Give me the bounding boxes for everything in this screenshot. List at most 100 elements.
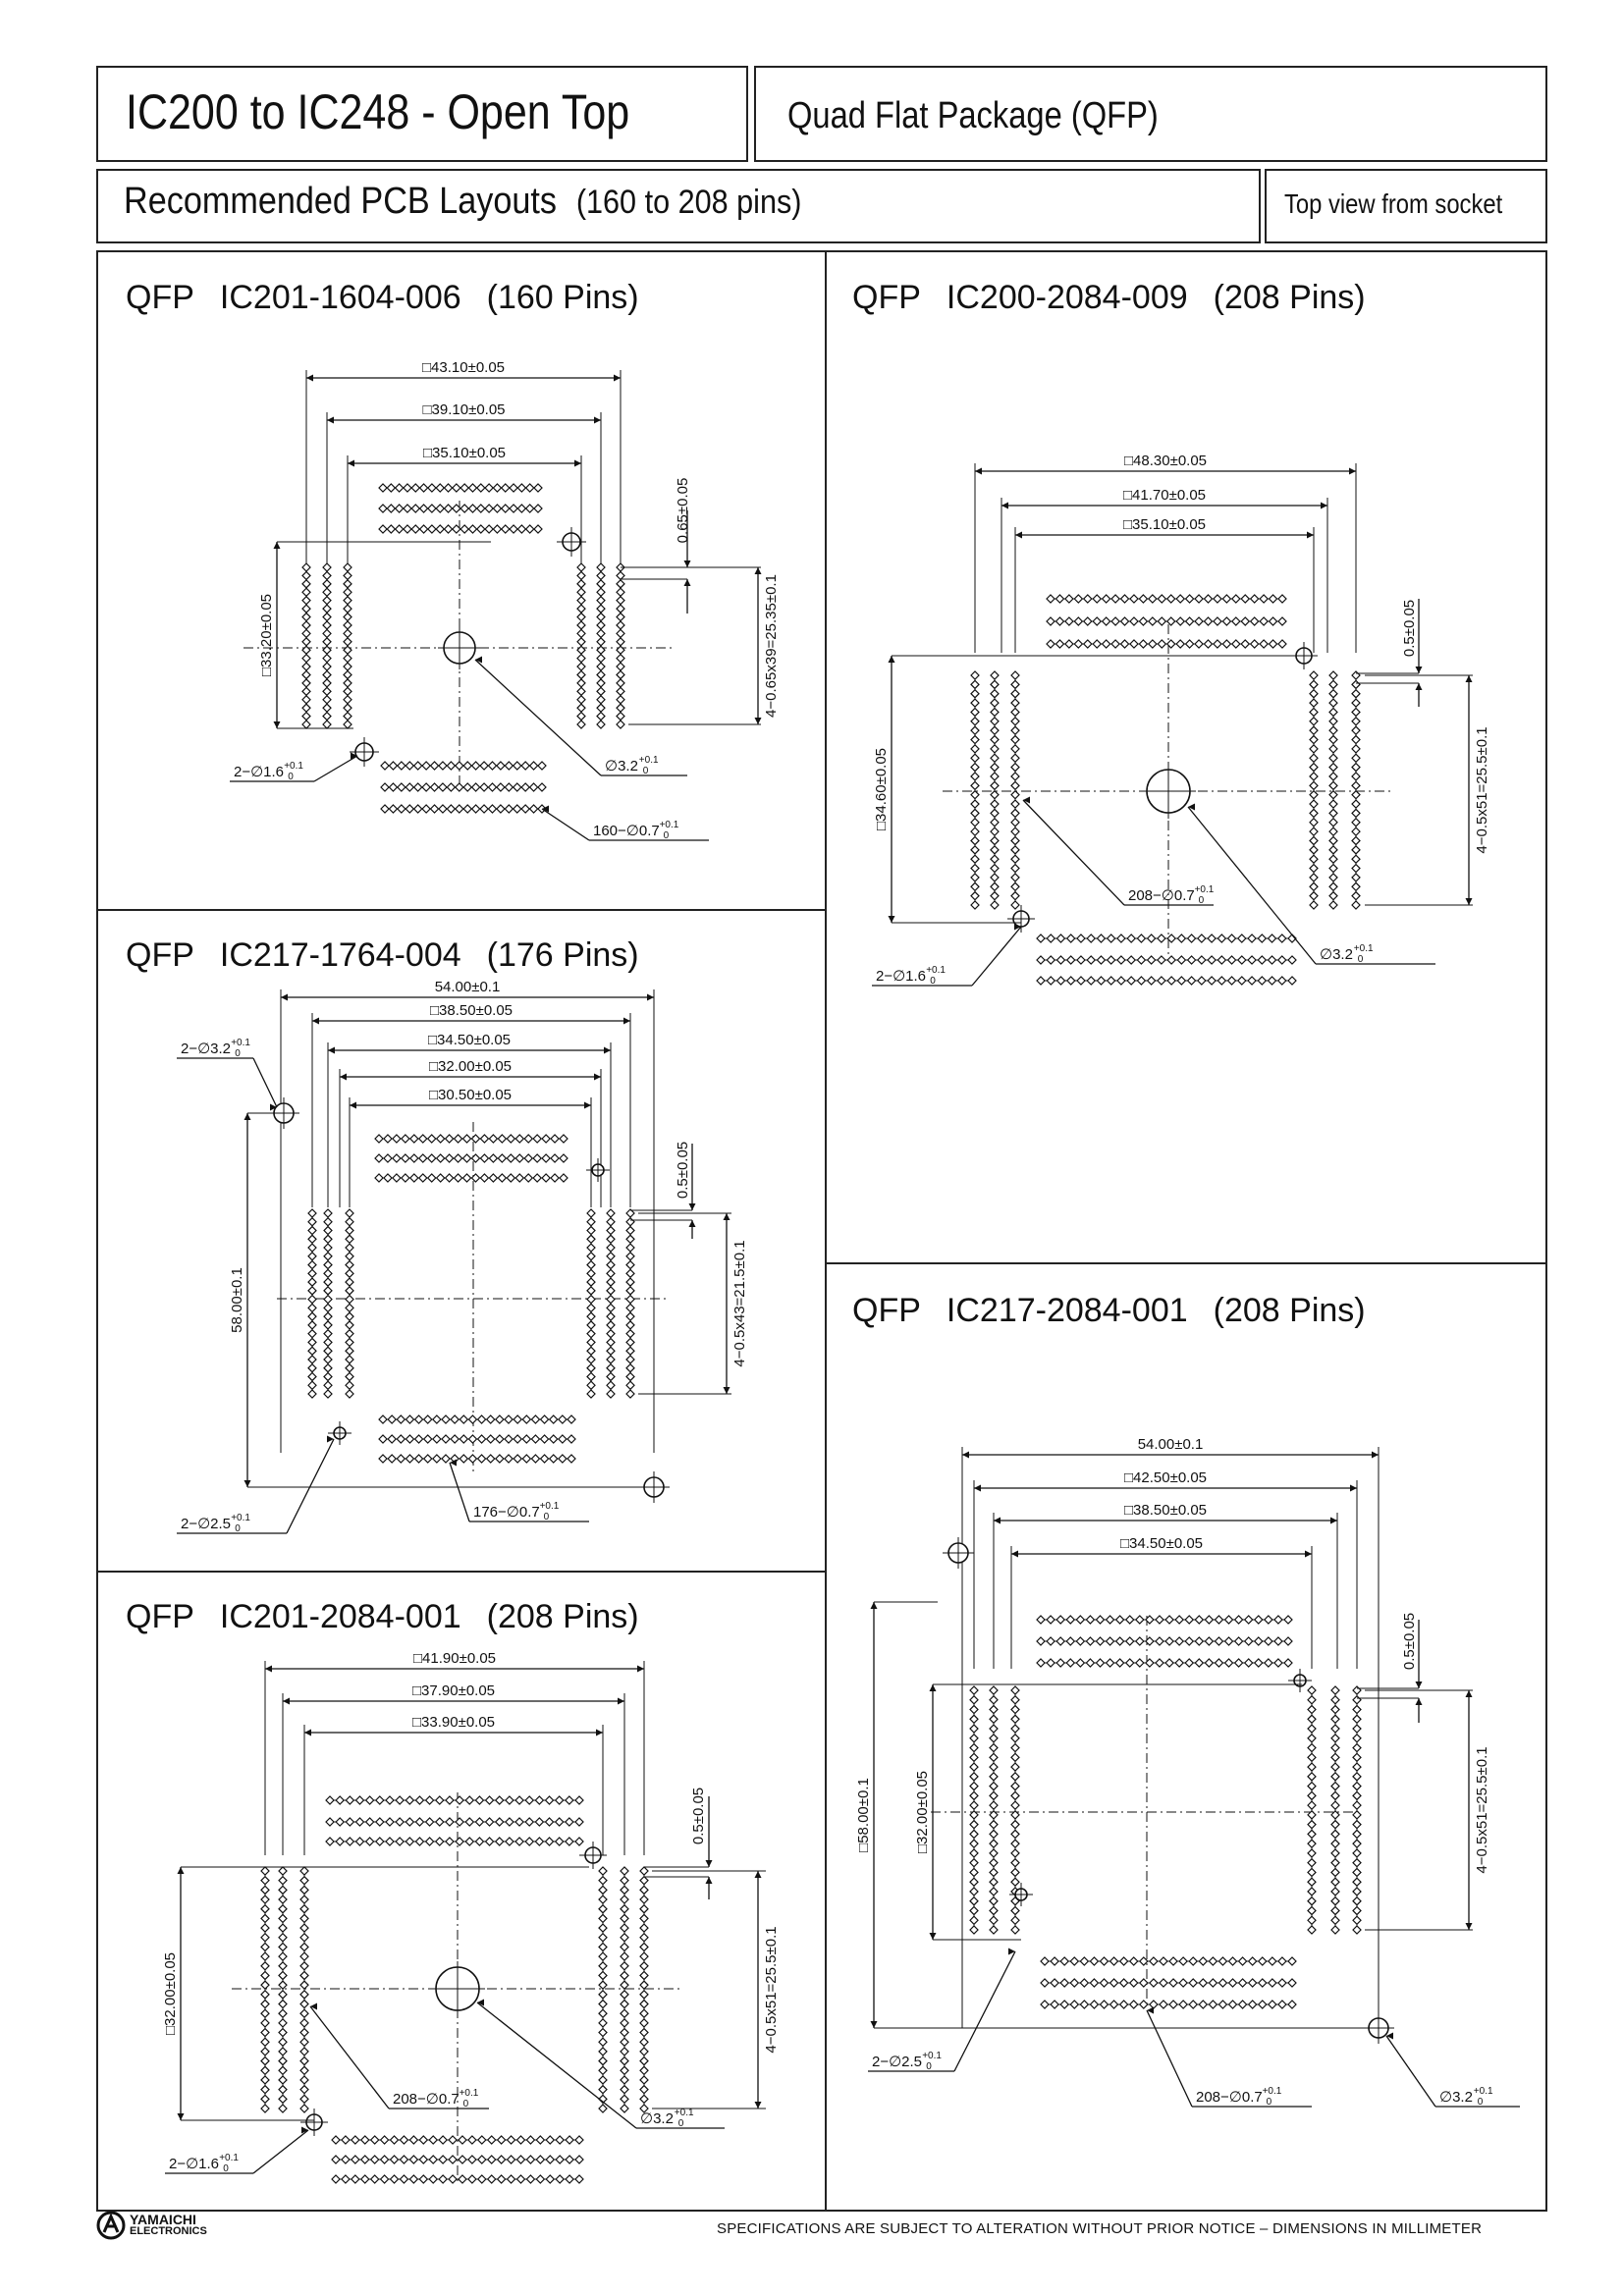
pad-icon (1124, 1636, 1135, 1646)
pad-icon (461, 1134, 472, 1144)
pad-icon (1287, 955, 1297, 965)
pad-icon (1267, 934, 1277, 943)
pad-icon (331, 2174, 341, 2184)
pad-icon (598, 1932, 608, 1943)
pad-icon (620, 2008, 629, 2019)
pad-icon (598, 2037, 608, 2048)
pad-icon (1188, 1956, 1199, 1966)
pad-icon (378, 1454, 388, 1464)
pad-icon (625, 1311, 635, 1321)
pad-icon (1352, 1810, 1362, 1820)
dimension-label: □34.50±0.05 (1120, 1535, 1203, 1552)
pad-icon (1214, 1636, 1224, 1646)
pad-icon (1307, 1742, 1317, 1753)
pad-icon (1236, 955, 1247, 965)
arrow-head (177, 2113, 185, 2120)
pad-icon (1351, 734, 1361, 745)
pad-icon (537, 761, 547, 771)
pad-icon (1147, 639, 1158, 649)
pad-icon (1276, 976, 1287, 986)
pad-icon (1114, 1636, 1125, 1646)
arrow-head (1011, 1550, 1018, 1558)
pad-icon (1092, 639, 1103, 649)
pad-icon (299, 1932, 309, 1943)
footer-note: SPECIFICATIONS ARE SUBJECT TO ALTERATION… (717, 2220, 1483, 2237)
dimension-label: 54.00±0.1 (435, 979, 501, 995)
divider-left-1 (96, 909, 827, 911)
pad-icon (1352, 1887, 1362, 1896)
pad-icon (541, 1153, 551, 1163)
pad-icon (455, 1837, 464, 1846)
pad-icon (990, 873, 1000, 882)
pad-icon (1307, 1762, 1317, 1772)
pad-icon (1095, 1636, 1106, 1646)
pad-icon (616, 653, 625, 664)
dimension-label: 4−0.5x43=21.5±0.1 (731, 1240, 748, 1366)
pad-icon (558, 1454, 568, 1464)
pad-icon (1307, 1800, 1317, 1810)
pad-icon (1092, 616, 1103, 626)
pad-icon (307, 1303, 317, 1313)
pad-icon (1036, 934, 1046, 943)
pad-icon (567, 1415, 576, 1424)
pad-icon (620, 1970, 629, 1981)
pad-icon (323, 1251, 333, 1261)
pad-icon (639, 1989, 649, 2000)
pad-icon (299, 1913, 309, 1924)
pad-icon (541, 1173, 551, 1183)
pad-icon (343, 653, 352, 664)
pad-icon (474, 1817, 485, 1827)
arrow-head (688, 1220, 696, 1227)
pad-icon (596, 562, 606, 572)
dimension-label: □30.50±0.05 (429, 1087, 512, 1103)
pad-icon (343, 578, 352, 589)
pad-icon (1106, 976, 1116, 986)
pad-icon (625, 1277, 635, 1287)
pad-icon (1307, 1685, 1317, 1695)
pad-icon (639, 1932, 649, 1943)
pad-icon (322, 711, 332, 721)
pad-icon (534, 1817, 545, 1827)
pad-icon (299, 1885, 309, 1896)
pad-icon (1055, 616, 1065, 626)
pad-icon (989, 1925, 999, 1935)
pad-icon (576, 653, 586, 664)
pad-icon (625, 1225, 635, 1236)
pad-icon (625, 1251, 635, 1261)
pad-icon (1076, 955, 1086, 965)
pad-icon (515, 2174, 526, 2184)
pad-icon (418, 2135, 429, 2145)
pad-icon (1217, 976, 1227, 986)
pad-icon (323, 1389, 333, 1399)
pad-icon (1089, 1978, 1100, 1988)
arrow-head (596, 1729, 603, 1736)
pad-icon (434, 1837, 445, 1846)
arrow-head (1001, 502, 1008, 509)
pad-icon (343, 628, 352, 639)
pad-icon (496, 2174, 507, 2184)
pad-icon (323, 1216, 333, 1227)
pad-icon (343, 620, 352, 630)
dimension-label: □42.50±0.05 (1124, 1469, 1207, 1486)
pad-icon (586, 1328, 596, 1339)
pad-icon (1351, 844, 1361, 855)
pad-icon (616, 570, 625, 581)
pad-icon (989, 1848, 999, 1858)
pad-icon (1208, 2000, 1218, 2009)
pad-icon (639, 1951, 649, 1961)
pad-icon (260, 2084, 270, 2095)
pad-icon (554, 1837, 565, 1846)
pad-icon (1194, 594, 1204, 604)
pad-icon (598, 1885, 608, 1896)
pad-icon (1233, 1658, 1244, 1668)
pad-icon (598, 1960, 608, 1971)
pad-icon (606, 1328, 616, 1339)
pad-icon (448, 2174, 458, 2184)
pad-icon (1069, 2000, 1080, 2009)
pad-icon (1149, 1978, 1159, 1988)
pad-icon (1328, 707, 1338, 718)
pad-icon (1276, 955, 1287, 965)
pad-icon (322, 604, 332, 614)
pad-icon (506, 2155, 516, 2164)
